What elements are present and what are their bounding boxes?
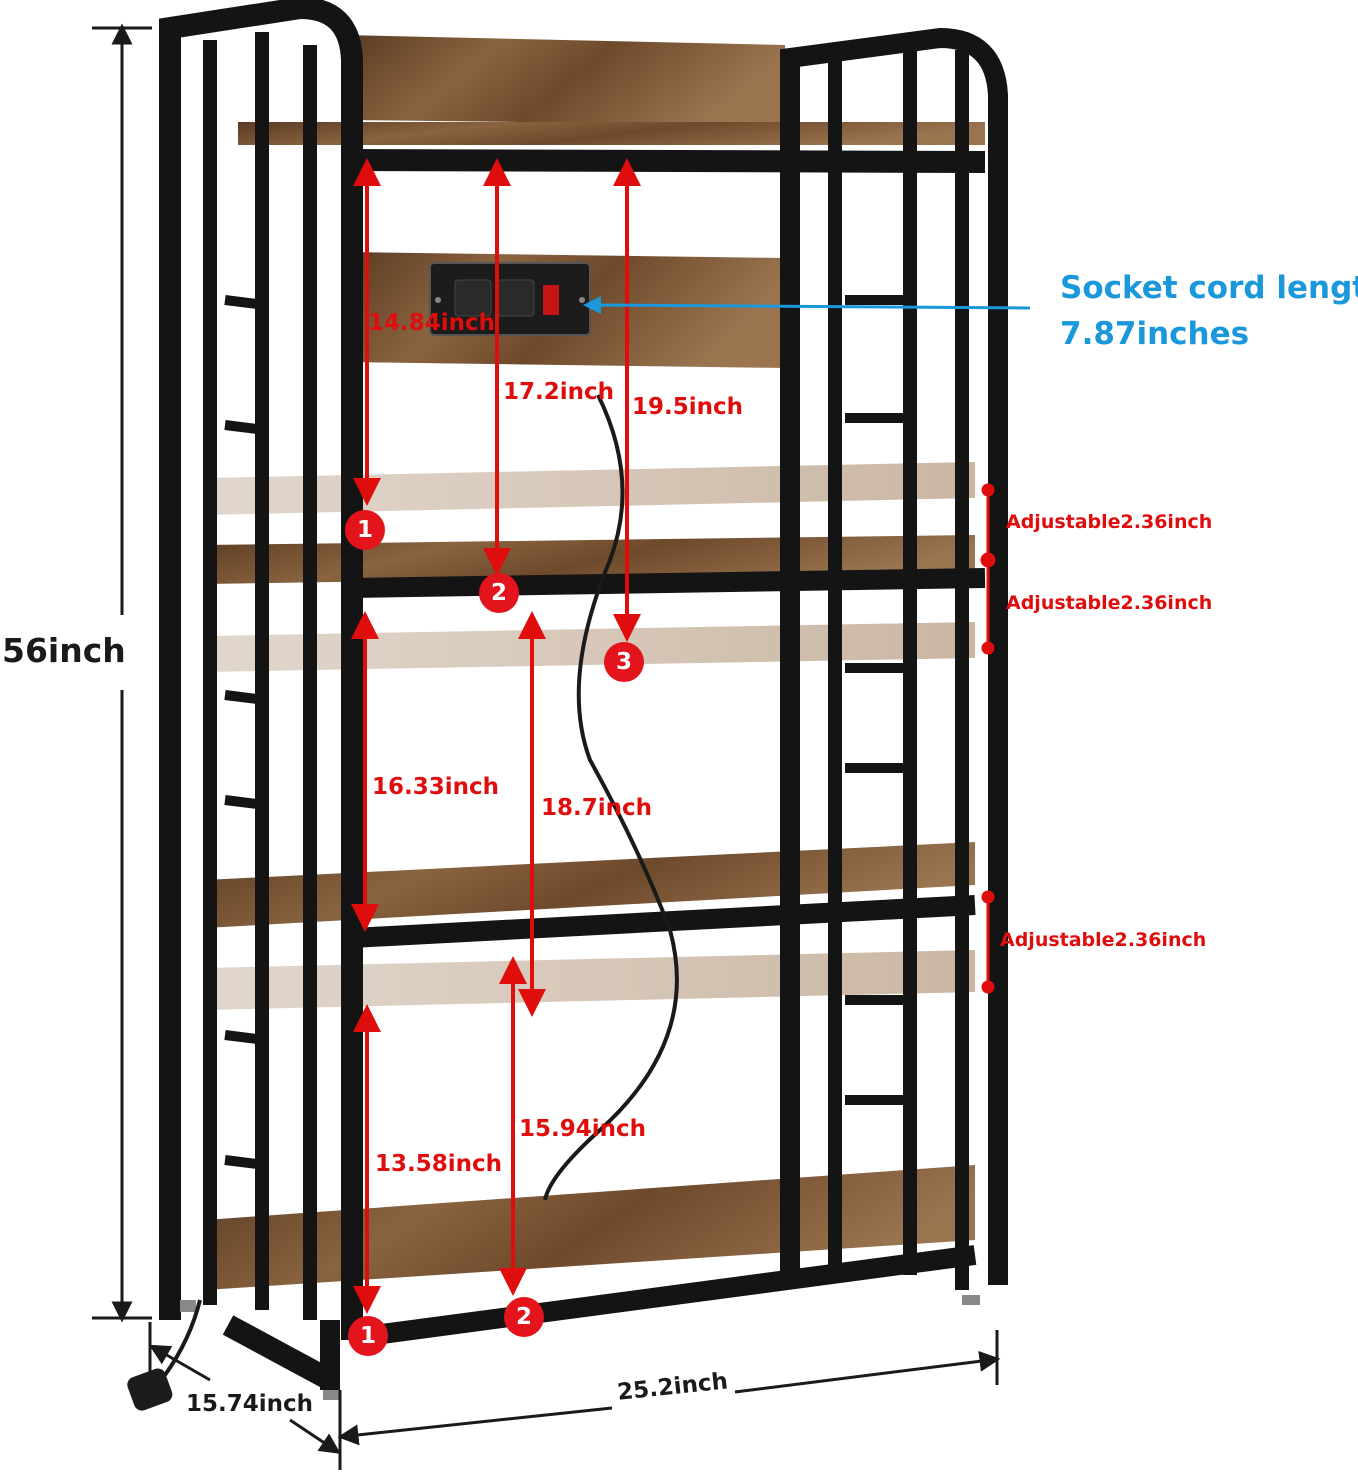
adjustable-brackets: [980, 483, 996, 994]
label-middle-section-2: 18.7inch: [541, 795, 653, 821]
bookshelf-illustration: [127, 0, 1008, 1411]
label-socket-cord-title: Socket cord length: [1060, 270, 1358, 306]
interior-dimension-arrows: [351, 158, 641, 1314]
shelf-badge-2-upper: 2: [479, 573, 519, 613]
label-depth: 15.74inch: [186, 1391, 314, 1417]
label-middle-section-1: 16.33inch: [372, 774, 500, 800]
label-bottom-section-1: 13.58inch: [375, 1151, 503, 1177]
label-adjustable-2: Adjustable2.36inch: [1006, 592, 1213, 614]
shelf-badge-1-upper: 1: [345, 510, 385, 550]
depth-dimension-line: [148, 1322, 341, 1454]
label-bottom-section-2: 15.94inch: [519, 1116, 647, 1142]
width-dimension-line: [337, 1330, 1001, 1470]
label-adjustable-1: Adjustable2.36inch: [1006, 511, 1213, 533]
label-socket-cord-length: 7.87inches: [1060, 316, 1250, 352]
label-top-shelf-2: 17.2inch: [503, 379, 615, 405]
shelf-badge-2-lower: 2: [504, 1297, 544, 1337]
label-top-shelf-1: 14.84inch: [368, 310, 496, 336]
label-height: 56inch: [2, 631, 126, 670]
height-dimension-line: [92, 23, 152, 1323]
shelf-badge-3: 3: [604, 642, 644, 682]
socket-cord-pointer: [583, 296, 1031, 315]
shelf-badge-1-lower: 1: [348, 1316, 388, 1356]
label-top-shelf-3: 19.5inch: [632, 394, 744, 420]
label-adjustable-3: Adjustable2.36inch: [1000, 929, 1207, 951]
